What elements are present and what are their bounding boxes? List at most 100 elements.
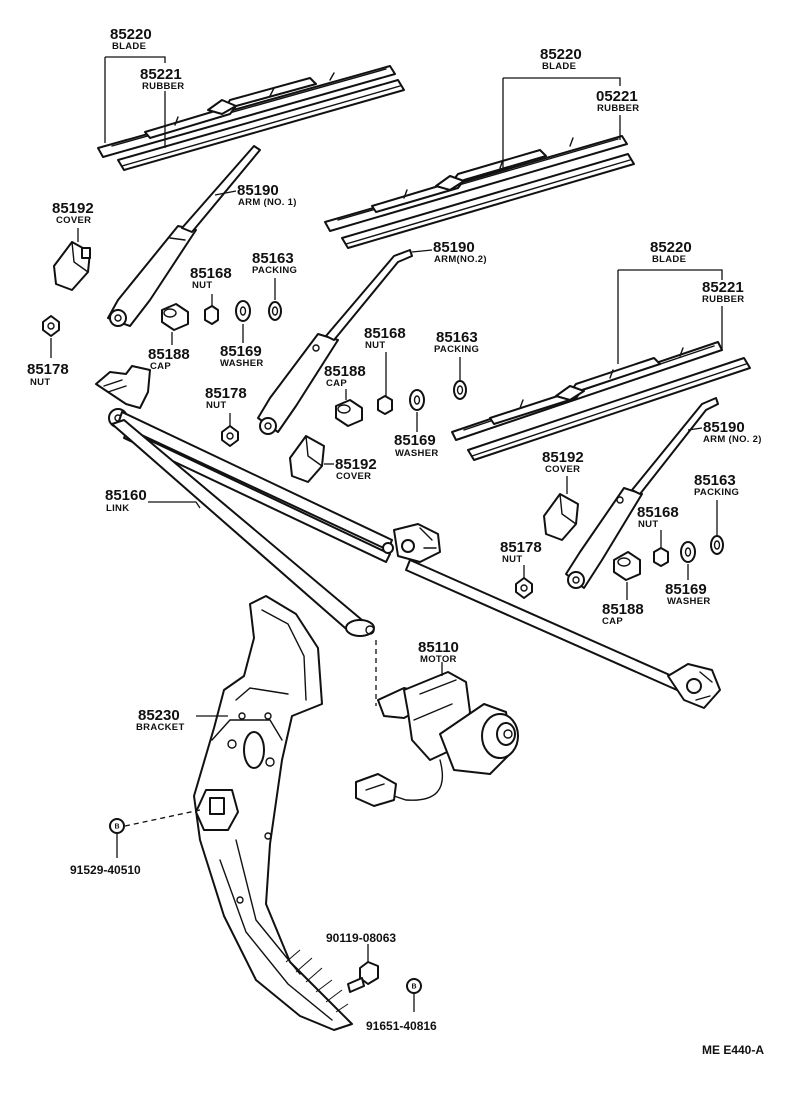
label-washer-2-name: WASHER [395, 448, 439, 459]
cap-85188-2 [335, 399, 363, 427]
nut-85178-left [42, 315, 60, 337]
label-blade-3-name: BLADE [652, 254, 686, 265]
label-blade-2-name: BLADE [542, 61, 576, 72]
cover-1 [53, 241, 91, 291]
label-cap-3-name: CAP [602, 616, 623, 627]
nut-85168-3 [653, 547, 669, 567]
label-nut-85168-1-number: 85168 [190, 265, 232, 282]
label-arm-1-name: ARM (NO. 1) [238, 197, 297, 208]
label-rubber-2-name: RUBBER [597, 103, 639, 114]
nut-85178-mid [221, 425, 239, 447]
label-cover-1-number: 85192 [52, 200, 94, 217]
label-nut-85178-mid-number: 85178 [205, 385, 247, 402]
bolt-91529-leader [124, 809, 201, 827]
label-nut-85168-3-name: NUT [638, 519, 658, 530]
label-washer-3-name: WASHER [667, 596, 711, 607]
leader-arm-3 [687, 427, 703, 431]
label-screw-90119: 90119-08063 [326, 931, 396, 945]
bolt-91529-ref-mark: B [115, 824, 120, 831]
label-cap-3-number: 85188 [602, 601, 644, 618]
label-blade-3-number: 85220 [650, 239, 692, 256]
blade-3 [451, 341, 723, 441]
wiper-motor [355, 640, 519, 807]
label-rubber-2-number: 05221 [596, 88, 638, 105]
label-nut-85178-right-name: NUT [502, 554, 522, 565]
bracket [193, 595, 353, 1031]
label-link-number: 85160 [105, 487, 147, 504]
arm-1 [107, 145, 261, 327]
cap-85188-3 [613, 551, 641, 581]
label-washer-2-number: 85169 [394, 432, 436, 449]
label-nut-85178-left-name: NUT [30, 377, 50, 388]
label-blade-2-number: 85220 [540, 46, 582, 63]
label-blade-1-name: BLADE [112, 41, 146, 52]
label-arm-2-name: ARM(NO.2) [434, 254, 487, 265]
label-cover-1-name: COVER [56, 215, 91, 226]
label-washer-1-name: WASHER [220, 358, 264, 369]
rubber-3 [467, 357, 751, 461]
leader-blade-1 [104, 56, 166, 143]
cover-3 [543, 493, 579, 541]
bolt-91651-marker: B [406, 978, 422, 994]
label-washer-3-number: 85169 [665, 581, 707, 598]
label-motor-name: MOTOR [420, 654, 457, 665]
label-packing-1-number: 85163 [252, 250, 294, 267]
label-cover-2-number: 85192 [335, 456, 377, 473]
label-link-name: LINK [106, 503, 129, 514]
label-bracket-number: 85230 [138, 707, 180, 724]
label-cap-1-number: 85188 [148, 346, 190, 363]
label-bracket-name: BRACKET [136, 722, 185, 733]
washer-85169-1 [235, 300, 251, 322]
cover-2 [289, 435, 325, 483]
label-packing-2-number: 85163 [436, 329, 478, 346]
label-nut-85168-2-number: 85168 [364, 325, 406, 342]
blade-2 [324, 135, 628, 232]
link-assembly [95, 365, 721, 709]
label-arm-3-number: 85190 [703, 419, 745, 436]
label-rubber-3-name: RUBBER [702, 294, 744, 305]
label-packing-3-name: PACKING [694, 487, 739, 498]
cap-85188-1 [161, 303, 189, 331]
label-motor-number: 85110 [418, 639, 459, 656]
label-nut-85168-3-number: 85168 [637, 504, 679, 521]
packing-85163-2 [453, 380, 467, 400]
bolt-91529-marker: B [109, 818, 125, 834]
label-arm-1-number: 85190 [237, 182, 279, 199]
label-cap-1-name: CAP [150, 361, 171, 372]
leader-blade-3 [617, 269, 723, 364]
label-bolt-91651: 91651-40816 [366, 1019, 437, 1033]
label-packing-1-name: PACKING [252, 265, 297, 276]
leader-link [148, 501, 201, 509]
label-cover-3-number: 85192 [542, 449, 584, 466]
rubber-2 [341, 153, 635, 249]
nut-85168-2 [377, 395, 393, 415]
label-nut-85178-left-number: 85178 [27, 361, 69, 378]
screw-90119 [347, 961, 379, 993]
label-packing-2-name: PACKING [434, 344, 479, 355]
label-blade-1-number: 85220 [110, 26, 152, 43]
washer-85169-2 [409, 389, 425, 411]
label-cover-2-name: COVER [336, 471, 371, 482]
label-arm-2-number: 85190 [433, 239, 475, 256]
washer-85169-3 [680, 541, 696, 563]
nut-85178-right [515, 577, 533, 599]
label-cap-2-number: 85188 [324, 363, 366, 380]
leader-arm-1 [214, 190, 237, 196]
arm-3 [565, 397, 719, 589]
bolt-91651-ref-mark: B [412, 984, 417, 991]
packing-85163-3 [710, 535, 724, 555]
leader-blade-2 [502, 77, 621, 170]
packing-85163-1 [268, 301, 282, 321]
label-bolt-91529: 91529-40510 [70, 863, 141, 877]
label-nut-85168-2-name: NUT [365, 340, 385, 351]
arm-2 [257, 249, 413, 435]
label-packing-3-number: 85163 [694, 472, 736, 489]
label-nut-85178-right-number: 85178 [500, 539, 542, 556]
label-rubber-1-number: 85221 [140, 66, 182, 83]
label-rubber-3-number: 85221 [702, 279, 744, 296]
leader-arm-2 [411, 249, 433, 253]
label-washer-1-number: 85169 [220, 343, 262, 360]
label-rubber-1-name: RUBBER [142, 81, 184, 92]
nut-85168-1 [204, 305, 219, 325]
